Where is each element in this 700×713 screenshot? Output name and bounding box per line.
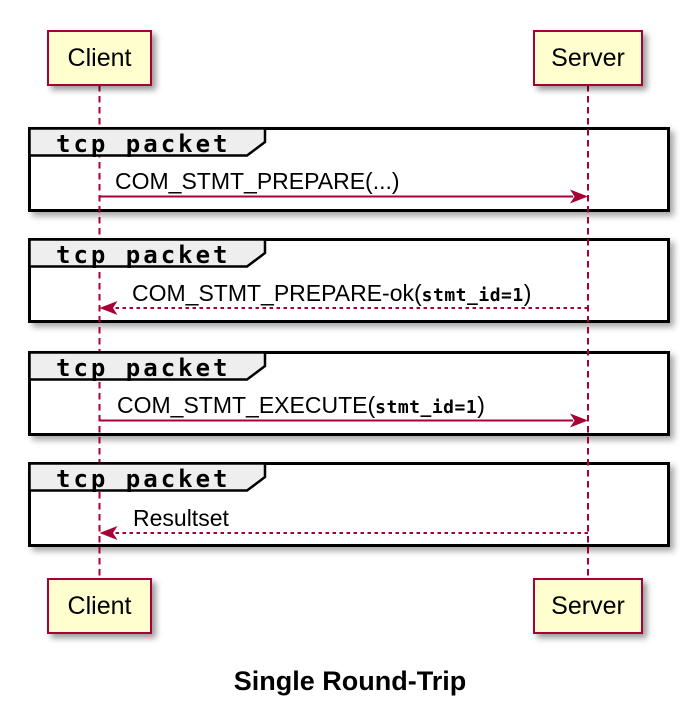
message-mono-text: stmt_id=1: [375, 397, 478, 418]
message-text: Resultset: [133, 505, 229, 531]
message-text: COM_STMT_PREPARE-ok(: [132, 280, 422, 306]
frame-label: tcp packet: [56, 241, 231, 269]
participant-server-top: Server: [533, 30, 643, 86]
frame-label: tcp packet: [56, 130, 231, 158]
message-label-1: COM_STMT_PREPARE(...): [115, 169, 400, 196]
participant-label: Server: [551, 43, 625, 72]
message-text: COM_STMT_PREPARE(...): [115, 168, 400, 194]
participant-client-top: Client: [47, 30, 152, 86]
message-text: ): [523, 280, 532, 306]
participant-label: Client: [67, 591, 132, 620]
participant-label: Client: [67, 43, 132, 72]
diagram-title: Single Round-Trip: [233, 666, 467, 696]
participant-client-bottom: Client: [47, 578, 152, 634]
frame-label: tcp packet: [56, 465, 231, 493]
message-text: COM_STMT_EXECUTE(: [117, 392, 376, 418]
message-text: ): [477, 392, 485, 418]
message-label-4: Resultset: [133, 506, 229, 533]
message-mono-text: stmt_id=1: [421, 285, 524, 306]
participant-server-bottom: Server: [533, 578, 643, 634]
frame-label: tcp packet: [56, 354, 231, 382]
message-label-3: COM_STMT_EXECUTE(stmt_id=1): [117, 393, 485, 420]
participant-label: Server: [551, 591, 625, 620]
message-label-2: COM_STMT_PREPARE-ok(stmt_id=1): [132, 281, 531, 308]
